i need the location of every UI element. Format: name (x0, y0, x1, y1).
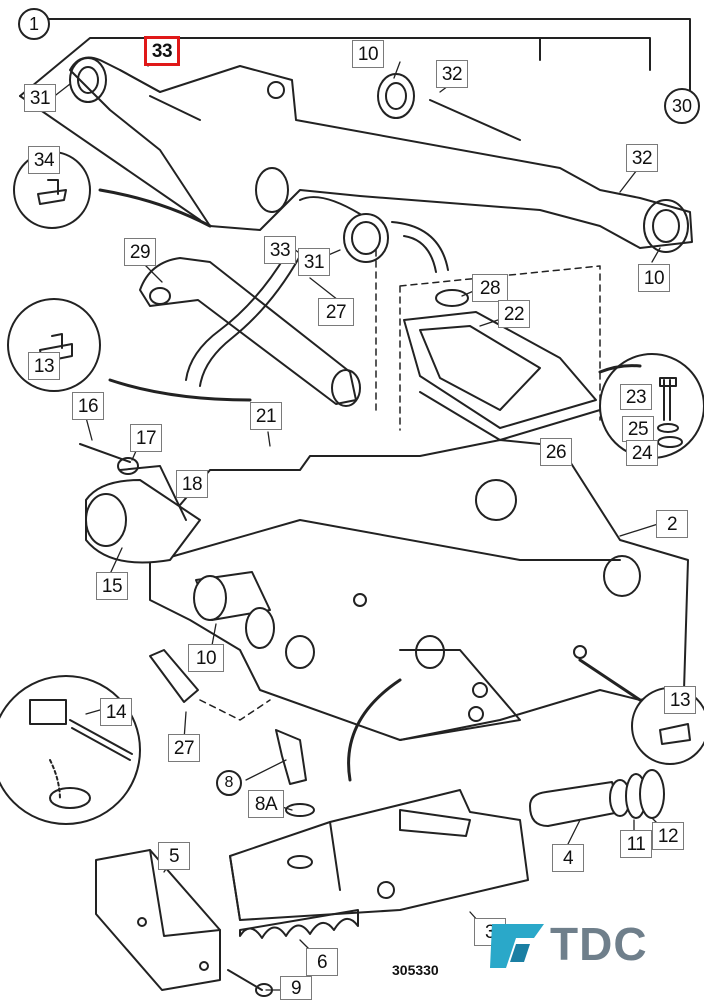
part-label-10-low[interactable]: 10 (188, 644, 224, 672)
part-label-27[interactable]: 27 (318, 298, 354, 326)
part-label-13-left[interactable]: 13 (28, 352, 60, 380)
part-label-31[interactable]: 31 (24, 84, 56, 112)
page-number-circle: 1 (18, 8, 50, 40)
part-label-17[interactable]: 17 (130, 424, 162, 452)
part-label-21[interactable]: 21 (250, 402, 282, 430)
part-label-8a[interactable]: 8A (248, 790, 284, 818)
part-label-24[interactable]: 24 (626, 440, 658, 466)
part-label-9[interactable]: 9 (280, 976, 312, 1000)
part-label-12[interactable]: 12 (652, 822, 684, 850)
group-number-circle: 30 (664, 88, 700, 124)
part-label-10[interactable]: 10 (352, 40, 384, 68)
part-label-34[interactable]: 34 (28, 146, 60, 174)
drawing-reference-number: 305330 (392, 962, 439, 978)
part-label-31-mid[interactable]: 31 (298, 248, 330, 276)
part-label-6[interactable]: 6 (306, 948, 338, 976)
part-label-32-right[interactable]: 32 (626, 144, 658, 172)
part-label-5[interactable]: 5 (158, 842, 190, 870)
part-label-23[interactable]: 23 (620, 384, 652, 410)
part-label-22[interactable]: 22 (498, 300, 530, 328)
part-label-2[interactable]: 2 (656, 510, 688, 538)
part-label-33-highlighted[interactable]: 33 (144, 36, 180, 66)
part-label-4[interactable]: 4 (552, 844, 584, 872)
part-label-13-right[interactable]: 13 (664, 686, 696, 714)
part-label-27-low[interactable]: 27 (168, 734, 200, 762)
part-label-18[interactable]: 18 (176, 470, 208, 498)
tdc-logo-icon (490, 924, 544, 968)
part-label-33-mid[interactable]: 33 (264, 236, 296, 264)
part-label-14[interactable]: 14 (100, 698, 132, 726)
part-label-8[interactable]: 8 (216, 770, 242, 796)
part-label-25[interactable]: 25 (622, 416, 654, 442)
part-label-15[interactable]: 15 (96, 572, 128, 600)
part-label-32[interactable]: 32 (436, 60, 468, 88)
part-label-28[interactable]: 28 (472, 274, 508, 302)
tdc-logo-text: TDC (550, 918, 648, 970)
part-label-29[interactable]: 29 (124, 238, 156, 266)
part-label-16[interactable]: 16 (72, 392, 104, 420)
part-label-10-right[interactable]: 10 (638, 264, 670, 292)
part-label-26[interactable]: 26 (540, 438, 572, 466)
part-label-11[interactable]: 11 (620, 830, 652, 858)
